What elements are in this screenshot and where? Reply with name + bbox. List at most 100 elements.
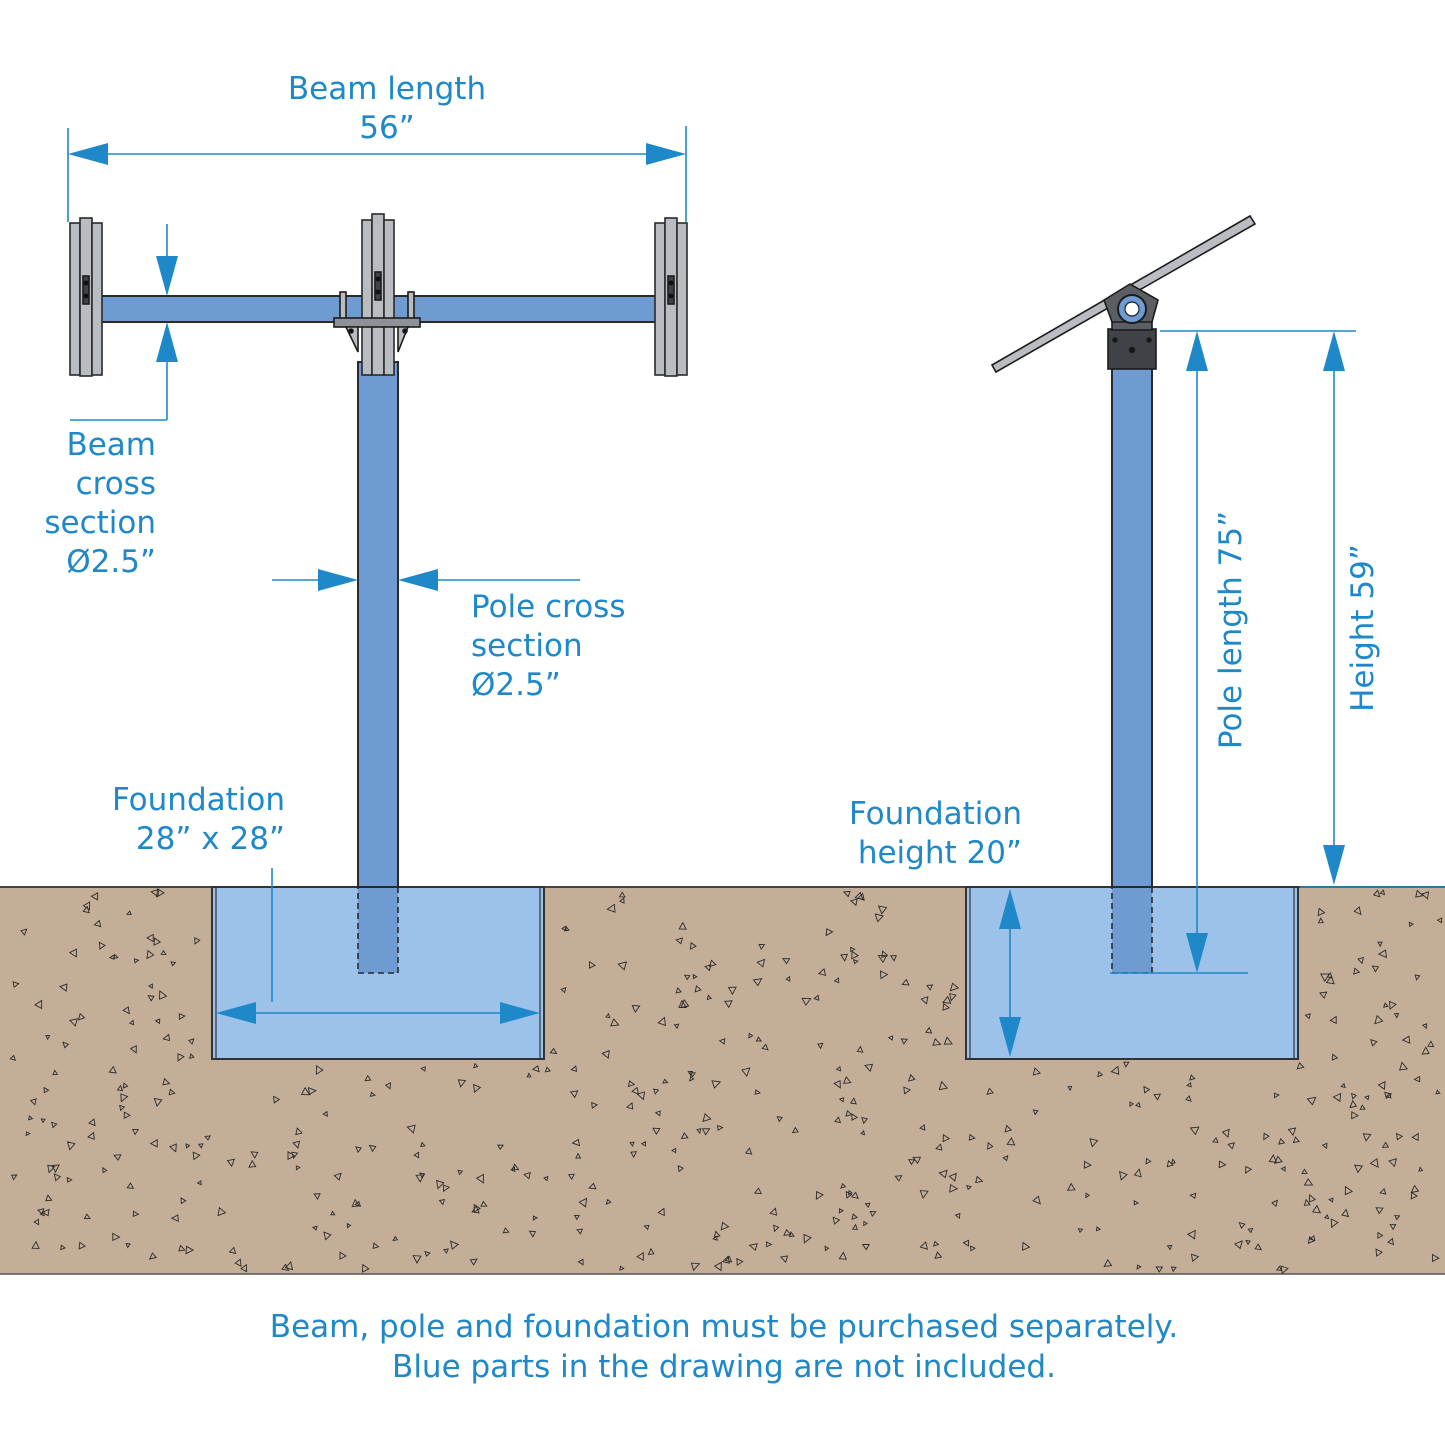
gravel-stone: [835, 1065, 842, 1072]
gravel-stone: [148, 1252, 158, 1260]
gravel-stone: [1435, 1089, 1441, 1095]
gravel-stone: [1002, 1155, 1009, 1162]
gravel-stone: [1268, 1154, 1278, 1163]
gravel-stone: [627, 1080, 636, 1088]
gravel-stone: [720, 1221, 730, 1231]
gravel-stone: [636, 1251, 644, 1262]
gravel-stone: [576, 1228, 584, 1235]
gravel-stone: [1364, 1095, 1370, 1101]
gravel-stone: [704, 964, 712, 972]
gravel-stone: [758, 943, 766, 950]
gravel-stone: [1413, 1075, 1421, 1083]
gravel-stone: [68, 948, 77, 958]
gravel-stone: [1077, 1228, 1084, 1234]
gravel-stone: [1371, 965, 1380, 973]
gravel-stone: [159, 990, 168, 1000]
beam-cross-label-2: cross: [76, 466, 156, 502]
gravel-stone: [1341, 1208, 1350, 1218]
gravel-stone: [77, 1012, 86, 1021]
clamp-bracket: [333, 291, 421, 353]
gravel-stone: [523, 1171, 531, 1180]
gravel-stone: [1414, 974, 1421, 981]
gravel-stone: [942, 1002, 951, 1011]
beam-cross-label-1: Beam: [66, 427, 156, 463]
gravel-stone: [120, 1093, 129, 1103]
gravel-stone: [28, 1115, 34, 1121]
gravel-stone: [766, 1241, 773, 1248]
gravel-stone: [531, 1065, 540, 1073]
gravel-stone: [1384, 1091, 1393, 1100]
gravel-stone: [544, 1066, 552, 1073]
gravel-stone: [543, 1175, 549, 1182]
gravel-stone: [671, 1147, 677, 1154]
gravel-stone: [694, 985, 702, 993]
gravel-stone: [1359, 1104, 1366, 1110]
gravel-stone: [1317, 907, 1326, 917]
gravel-stone: [677, 1165, 684, 1173]
gravel-stone: [442, 1184, 451, 1193]
gravel-stone: [869, 1211, 877, 1217]
gravel-stone: [83, 1213, 91, 1219]
gravel-stone: [900, 1038, 909, 1045]
gravel-stone: [1351, 1111, 1359, 1120]
gravel-stone: [1271, 1199, 1278, 1208]
beam-length-title: Beam length: [288, 71, 486, 107]
gravel-stone: [69, 1018, 78, 1027]
gravel-stone: [932, 1037, 942, 1046]
gravel-stone: [82, 905, 90, 914]
pole-right-embedded: [1111, 886, 1153, 974]
gravel-stone: [322, 1110, 328, 1117]
gravel-stone: [34, 999, 43, 1010]
gravel-stone: [122, 1082, 129, 1089]
gravel-stone: [776, 1116, 783, 1123]
gravel-stone: [1123, 1061, 1130, 1068]
gravel-stone: [1385, 1092, 1392, 1099]
gravel-stone: [573, 1214, 580, 1221]
gravel-stone: [1320, 973, 1330, 983]
gravel-stone: [1170, 1158, 1176, 1165]
gravel-stone: [284, 1261, 294, 1271]
gravel-stone: [1247, 1228, 1254, 1234]
gravel-stone: [420, 1066, 426, 1072]
height-label: Height 59”: [1345, 544, 1381, 712]
gravel-stone: [640, 1141, 647, 1147]
gravel-stone: [877, 955, 888, 964]
gravel-stone: [457, 1079, 467, 1088]
gravel-stone: [33, 1218, 40, 1226]
gravel-stone: [192, 1151, 201, 1161]
gravel-stone: [630, 1151, 638, 1159]
gravel-stone: [711, 1080, 722, 1089]
gravel-stone: [1381, 1141, 1390, 1148]
gravel-stone: [1186, 1081, 1192, 1088]
gravel-stone: [912, 1156, 922, 1165]
gravel-stone: [1344, 1185, 1354, 1196]
gravel-stone: [392, 1235, 399, 1242]
gravel-stone: [815, 1190, 824, 1201]
gravel-stone: [406, 1124, 416, 1134]
gravel-stone: [133, 958, 140, 964]
gravel-stone: [168, 1143, 177, 1153]
gravel-stone: [689, 941, 697, 950]
gravel-stone: [578, 1197, 588, 1208]
gravel-stone: [1436, 917, 1443, 924]
gravel-stone: [987, 1141, 994, 1150]
gravel-stone: [436, 1179, 445, 1190]
gravel-stone: [954, 1212, 961, 1220]
gravel-stone: [1143, 1085, 1151, 1094]
gravel-stone: [860, 1129, 866, 1136]
gravel-stone: [716, 1124, 724, 1132]
gravel-stone: [851, 950, 859, 960]
gravel-stone: [696, 1127, 702, 1135]
gravel-stone: [292, 1140, 301, 1149]
gravel-stone: [851, 1213, 858, 1221]
gravel-stone: [170, 1214, 179, 1223]
gravel-stone: [1303, 1178, 1314, 1186]
gravel-stone: [1410, 1191, 1418, 1200]
gravel-stone: [1189, 1074, 1196, 1081]
gravel-stone: [968, 1133, 976, 1141]
gravel-stone: [9, 1054, 17, 1061]
gravel-stone: [788, 1231, 795, 1238]
gravel-stone: [850, 1191, 859, 1200]
gravel-stone: [41, 1208, 50, 1217]
gravel-stone: [1379, 889, 1385, 896]
